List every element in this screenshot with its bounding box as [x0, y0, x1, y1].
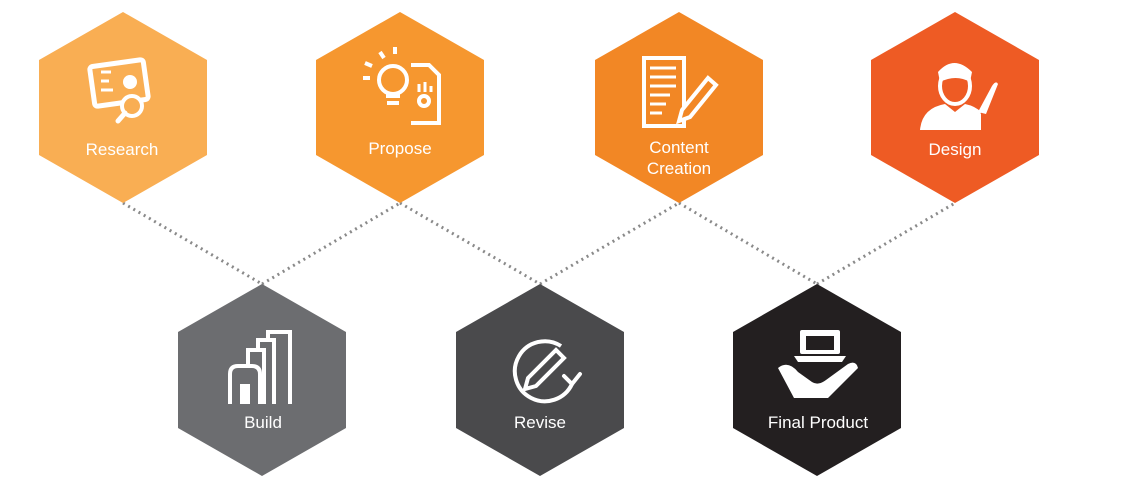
person-brush-icon: [920, 63, 998, 130]
connector-revise-content: [539, 201, 680, 286]
label-content: Content: [649, 138, 709, 157]
hex-shape-design: [871, 12, 1039, 203]
hex-shape-content: [595, 12, 763, 203]
lightbulb-document-icon: [363, 47, 441, 125]
hex-shape-propose: [316, 12, 484, 203]
label-build: Build: [244, 413, 282, 432]
connector-research-build: [122, 201, 263, 286]
presentation-magnifier-icon: [87, 57, 151, 124]
hex-propose: Propose: [316, 12, 484, 203]
hex-shape-final: [733, 284, 901, 476]
hex-revise: Revise: [456, 284, 624, 476]
document-pencil-icon: [642, 56, 719, 128]
hex-research: Research: [39, 12, 207, 203]
hand-laptop-icon: [778, 330, 858, 398]
pencil-refresh-icon: [512, 339, 582, 404]
connector-content-final: [678, 201, 818, 286]
hex-build: Build: [178, 284, 346, 476]
connector-final-design: [816, 201, 956, 286]
label-final-product: Final Product: [768, 413, 868, 432]
label-research: Research: [86, 140, 159, 159]
label-design: Design: [929, 140, 982, 159]
connector-build-propose: [261, 201, 401, 286]
label-revise: Revise: [514, 413, 566, 432]
label-propose: Propose: [368, 139, 431, 158]
connectors: [122, 201, 956, 286]
hex-final-product: Final Product: [733, 284, 901, 476]
building-bars-icon: [228, 330, 292, 404]
connector-propose-revise: [399, 201, 541, 286]
label-creation: Creation: [647, 159, 711, 178]
hex-content-creation: Content Creation: [595, 12, 763, 203]
hex-design: Design: [871, 12, 1039, 203]
